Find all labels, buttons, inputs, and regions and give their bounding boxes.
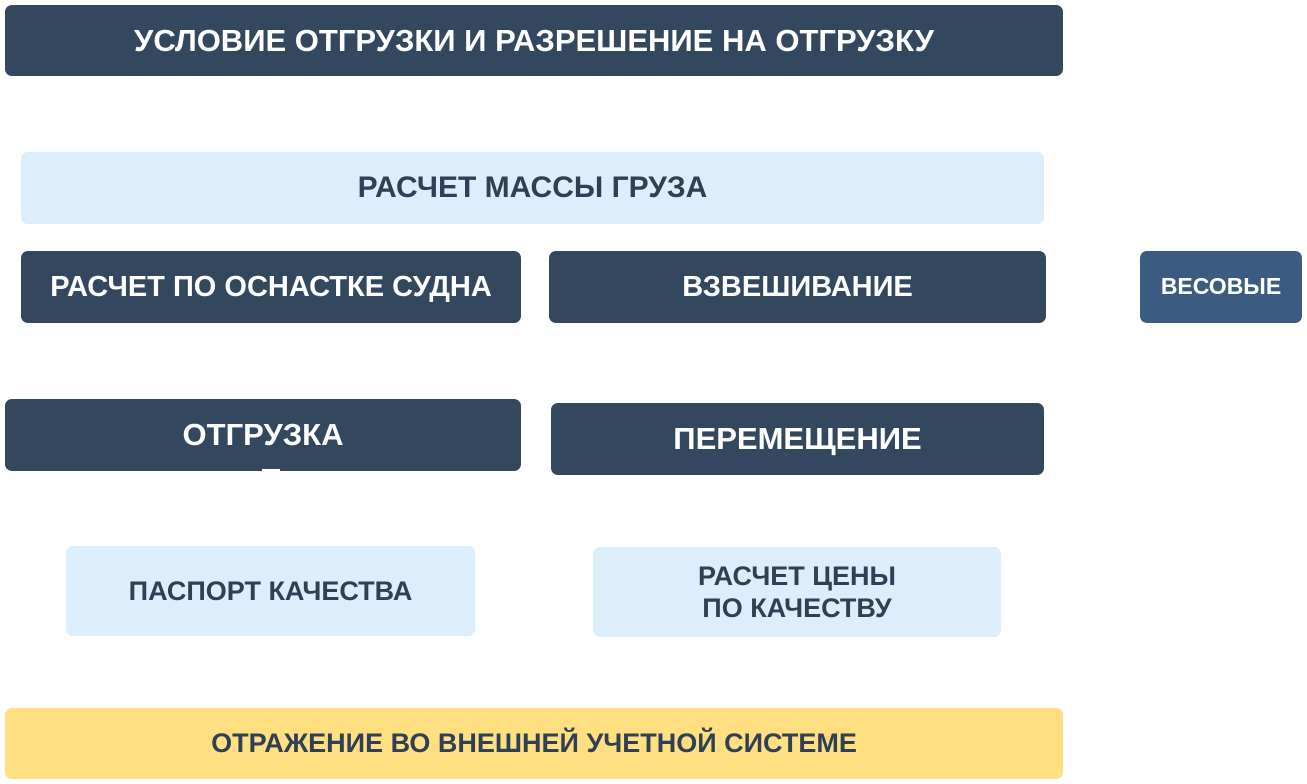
movement-box: ПЕРЕМЕЩЕНИЕ	[551, 403, 1044, 475]
external-accounting-label: ОТРАЖЕНИЕ ВО ВНЕШНЕЙ УЧЕТНОЙ СИСТЕМЕ	[211, 728, 857, 759]
quality-price-calc-box: РАСЧЕТ ЦЕНЫ ПО КАЧЕСТВУ	[593, 547, 1001, 637]
cargo-mass-calc-label: РАСЧЕТ МАССЫ ГРУЗА	[357, 171, 708, 204]
movement-label: ПЕРЕМЕЩЕНИЕ	[673, 421, 922, 457]
quality-price-calc-line1: РАСЧЕТ ЦЕНЫ	[698, 560, 896, 591]
vessel-rigging-calc-box: РАСЧЕТ ПО ОСНАСТКЕ СУДНА	[21, 251, 521, 323]
scales-box: ВЕСОВЫЕ	[1140, 251, 1302, 323]
quality-passport-box: ПАСПОРТ КАЧЕСТВА	[66, 546, 475, 636]
weighing-box: ВЗВЕШИВАНИЕ	[549, 251, 1046, 323]
shipment-connector-mark	[262, 469, 280, 472]
shipment-condition-box: УСЛОВИЕ ОТГРУЗКИ И РАЗРЕШЕНИЕ НА ОТГРУЗК…	[5, 5, 1063, 76]
scales-label: ВЕСОВЫЕ	[1160, 273, 1282, 300]
vessel-rigging-calc-label: РАСЧЕТ ПО ОСНАСТКЕ СУДНА	[50, 270, 492, 303]
cargo-mass-calc-box: РАСЧЕТ МАССЫ ГРУЗА	[21, 152, 1044, 224]
shipment-box: ОТГРУЗКА	[5, 399, 521, 471]
weighing-label: ВЗВЕШИВАНИЕ	[682, 270, 913, 303]
external-accounting-box: ОТРАЖЕНИЕ ВО ВНЕШНЕЙ УЧЕТНОЙ СИСТЕМЕ	[5, 708, 1063, 779]
quality-price-calc-line2: ПО КАЧЕСТВУ	[702, 593, 892, 623]
shipment-condition-label: УСЛОВИЕ ОТГРУЗКИ И РАЗРЕШЕНИЕ НА ОТГРУЗК…	[134, 22, 934, 58]
quality-passport-label: ПАСПОРТ КАЧЕСТВА	[128, 575, 413, 606]
shipment-label: ОТГРУЗКА	[182, 417, 344, 453]
